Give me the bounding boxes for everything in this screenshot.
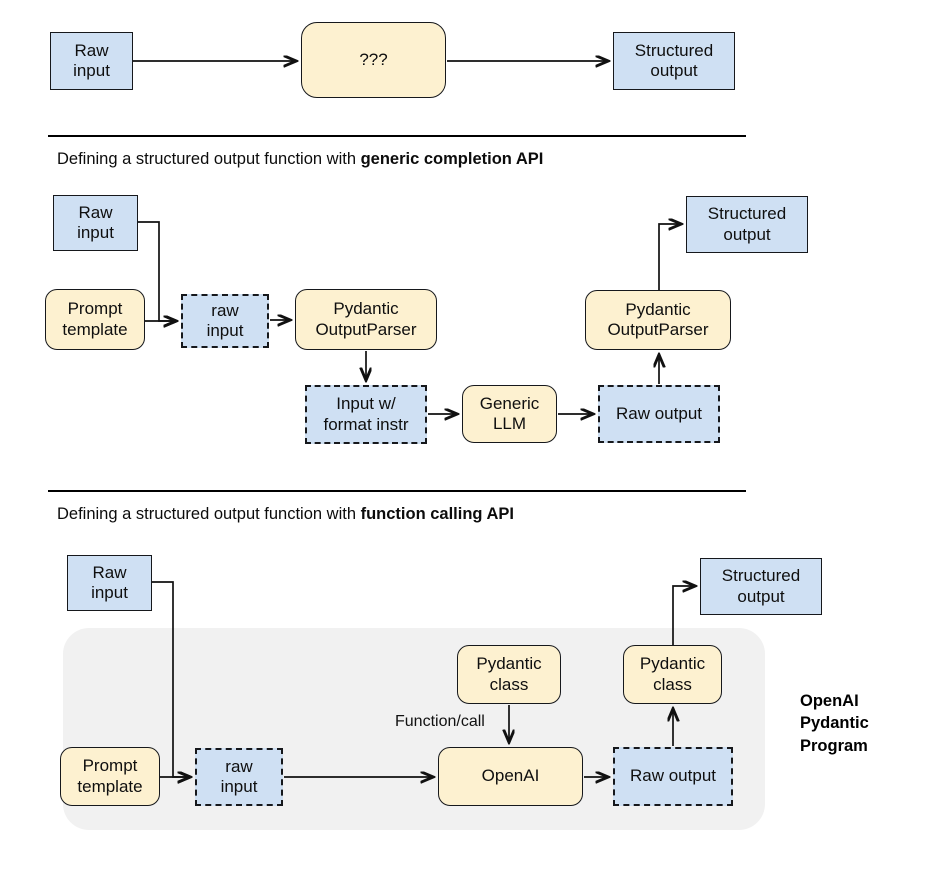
wire-g-parser2-to-structured [658, 224, 681, 290]
node-raw-input-generic: Raw input [53, 195, 138, 251]
node-pydantic-class-1: Pydantic class [457, 645, 561, 704]
node-raw-output-generic: Raw output [598, 385, 720, 443]
node-generic-llm: Generic LLM [462, 385, 557, 443]
node-raw-input-function: Raw input [67, 555, 152, 611]
node-structured-output-function: Structured output [700, 558, 822, 615]
caption-generic-prefix: Defining a structured output function wi… [57, 150, 361, 168]
node-input-with-format-instr: Input w/ format instr [305, 385, 427, 444]
node-raw-input-dashed-generic: raw input [181, 294, 269, 348]
section-divider-top [48, 135, 746, 137]
openai-pydantic-program-label: OpenAI Pydantic Program [800, 692, 869, 755]
caption-function-calling: Defining a structured output function wi… [57, 505, 514, 524]
caption-generic-completion: Defining a structured output function wi… [57, 150, 543, 169]
caption-generic-bold: generic completion API [360, 150, 544, 168]
caption-function-bold: function calling API [360, 505, 514, 523]
caption-function-prefix: Defining a structured output function wi… [57, 505, 361, 523]
edge-label-function-call: Function/call [395, 713, 485, 730]
node-prompt-template-generic: Prompt template [45, 289, 145, 350]
node-unknown-overview: ??? [301, 22, 446, 98]
node-openai: OpenAI [438, 747, 583, 806]
node-raw-input-dashed-function: raw input [195, 748, 283, 806]
node-pydantic-class-2: Pydantic class [623, 645, 722, 704]
node-structured-output-generic: Structured output [686, 196, 808, 253]
node-pydantic-outputparser-2: Pydantic OutputParser [585, 290, 731, 350]
node-structured-output-overview: Structured output [613, 32, 735, 90]
section-divider-middle [48, 490, 746, 492]
node-raw-output-function: Raw output [613, 747, 733, 806]
node-pydantic-outputparser-1: Pydantic OutputParser [295, 289, 437, 350]
node-prompt-template-function: Prompt template [60, 747, 160, 806]
node-raw-input-overview: Raw input [50, 32, 133, 90]
